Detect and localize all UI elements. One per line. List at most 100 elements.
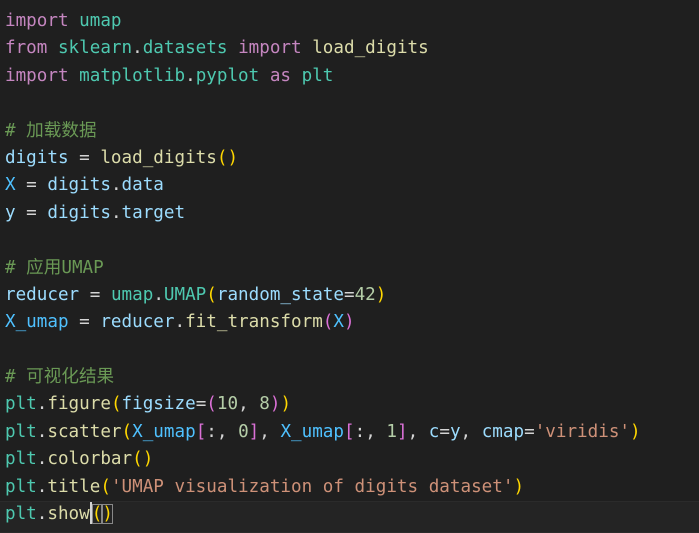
code-token: colorbar bbox=[47, 449, 133, 470]
code-token: X bbox=[333, 312, 344, 333]
code-line[interactable]: plt.scatter(X_umap[:, 0], X_umap[:, 1], … bbox=[5, 419, 641, 446]
code-line[interactable] bbox=[5, 90, 641, 117]
code-token: , bbox=[407, 421, 429, 442]
code-token: [ bbox=[344, 421, 355, 442]
code-token: ( bbox=[121, 421, 133, 442]
code-token: , bbox=[460, 421, 482, 442]
code-token: . bbox=[132, 38, 143, 59]
code-token: 'UMAP visualization of digits dataset' bbox=[110, 476, 514, 497]
code-token: import bbox=[238, 38, 302, 59]
code-token: datasets bbox=[142, 38, 228, 59]
code-line[interactable]: from sklearn.datasets import load_digits bbox=[5, 35, 641, 62]
code-token: import bbox=[5, 65, 69, 86]
code-token: from bbox=[5, 38, 48, 59]
code-line[interactable]: import umap bbox=[5, 8, 641, 35]
code-token: cmap bbox=[481, 421, 525, 442]
code-token: ) bbox=[269, 394, 281, 415]
code-token: c bbox=[428, 421, 440, 442]
code-line[interactable]: X = digits.data bbox=[5, 172, 641, 199]
code-token: , bbox=[259, 421, 281, 442]
code-token: plt bbox=[5, 476, 37, 497]
code-token: X_umap bbox=[5, 312, 69, 333]
code-token: ( bbox=[206, 284, 217, 305]
code-line[interactable]: plt.colorbar() bbox=[5, 446, 641, 473]
code-token: . bbox=[36, 421, 48, 442]
code-token: 0 bbox=[238, 421, 249, 442]
code-token: umap bbox=[110, 284, 154, 305]
code-token: sklearn bbox=[57, 38, 133, 59]
code-token: y bbox=[449, 421, 461, 442]
code-token: data bbox=[121, 175, 164, 196]
code-token: as bbox=[269, 65, 292, 86]
code-token: . bbox=[110, 202, 122, 223]
code-line[interactable]: plt.title('UMAP visualization of digits … bbox=[5, 474, 641, 501]
code-token: = bbox=[15, 175, 48, 196]
code-token: umap bbox=[79, 11, 122, 31]
code-token: show bbox=[47, 504, 90, 525]
code-token: 42 bbox=[354, 284, 376, 305]
code-token: . bbox=[36, 476, 48, 497]
code-line[interactable]: plt.figure(figsize=(10, 8)) bbox=[5, 391, 641, 418]
code-token: ) bbox=[280, 394, 292, 415]
code-line[interactable]: # 可视化结果 bbox=[5, 364, 641, 391]
code-token bbox=[69, 11, 80, 31]
code-token: , bbox=[238, 394, 260, 415]
code-token: UMAP bbox=[163, 284, 207, 305]
code-token: y bbox=[5, 202, 16, 223]
code-token: () bbox=[216, 147, 239, 168]
code-token: ] bbox=[396, 421, 408, 442]
code-line[interactable]: y = digits.target bbox=[5, 200, 641, 227]
code-line[interactable]: import matplotlib.pyplot as plt bbox=[5, 63, 641, 90]
code-token: reducer bbox=[100, 312, 175, 333]
code-token: = bbox=[524, 421, 535, 442]
code-token bbox=[259, 66, 270, 86]
code-token: target bbox=[121, 202, 186, 223]
code-line[interactable]: # 应用UMAP bbox=[5, 255, 641, 282]
code-token: load_digits bbox=[100, 147, 217, 168]
code-token: , bbox=[216, 421, 239, 442]
code-token bbox=[69, 66, 80, 86]
code-line[interactable] bbox=[5, 337, 641, 364]
code-token: 1 bbox=[386, 421, 397, 442]
code-line[interactable] bbox=[5, 227, 641, 254]
code-token: ( bbox=[100, 476, 111, 497]
code-token: . bbox=[174, 312, 186, 333]
code-token: # 加载数据 bbox=[5, 120, 97, 141]
code-token: () bbox=[132, 449, 154, 470]
code-token: 8 bbox=[259, 394, 270, 415]
code-token: ( bbox=[322, 312, 334, 333]
code-token bbox=[291, 66, 302, 86]
code-line[interactable]: X_umap = reducer.fit_transform(X) bbox=[5, 309, 641, 336]
code-token: : bbox=[206, 421, 217, 442]
code-token: ) bbox=[375, 284, 387, 305]
code-line[interactable]: # 加载数据 bbox=[5, 118, 641, 145]
code-token: : bbox=[354, 421, 366, 442]
code-token: = bbox=[68, 147, 101, 168]
code-token: X_umap bbox=[132, 421, 196, 442]
code-token: = bbox=[343, 284, 355, 305]
code-token: X bbox=[5, 175, 16, 196]
code-token: ( bbox=[91, 504, 103, 525]
code-token: X_umap bbox=[280, 421, 344, 442]
code-token: import bbox=[5, 11, 69, 31]
code-token: = bbox=[79, 284, 111, 305]
code-token: random_state bbox=[216, 284, 344, 305]
code-token: ) bbox=[102, 504, 113, 525]
code-token: # 应用UMAP bbox=[5, 257, 104, 278]
code-token: digits bbox=[47, 175, 111, 196]
code-token: = bbox=[68, 312, 101, 333]
code-token: = bbox=[15, 202, 48, 223]
code-token: = bbox=[439, 421, 450, 442]
code-line[interactable]: reducer = umap.UMAP(random_state=42) bbox=[5, 282, 641, 309]
code-token bbox=[302, 38, 313, 58]
code-token bbox=[227, 38, 238, 58]
code-token: = bbox=[195, 394, 207, 415]
code-token: scatter bbox=[47, 421, 122, 442]
code-line[interactable]: digits = load_digits() bbox=[5, 145, 641, 172]
code-line[interactable]: plt.show() bbox=[5, 501, 641, 528]
code-token: . bbox=[153, 284, 164, 305]
code-token: 10 bbox=[216, 394, 239, 415]
code-token: . bbox=[185, 65, 196, 86]
